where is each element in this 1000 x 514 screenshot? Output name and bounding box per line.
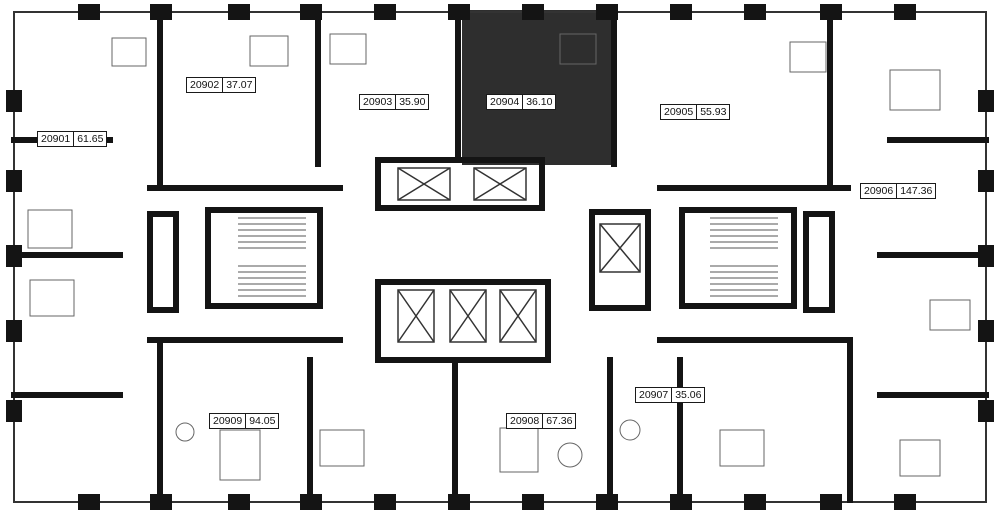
apartment-number: 20909 [210, 414, 247, 428]
apartment-number: 20905 [661, 105, 698, 119]
label-20908[interactable]: 20908 67.36 [506, 413, 577, 429]
label-20907[interactable]: 20907 35.06 [635, 387, 706, 403]
apartment-area: 61.65 [77, 133, 104, 145]
apartment-area: 37.07 [226, 79, 253, 91]
apartment-number: 20908 [507, 414, 544, 428]
apartment-area: 67.36 [546, 415, 573, 427]
apartment-area: 36.10 [526, 96, 553, 108]
apartment-area: 35.90 [399, 96, 426, 108]
perimeter-columns [6, 4, 994, 510]
apartment-area: 147.36 [900, 185, 933, 197]
apartment-number: 20907 [636, 388, 673, 402]
furniture [27, 33, 971, 481]
structural-walls [11, 9, 989, 503]
label-20903[interactable]: 20903 35.90 [359, 94, 430, 110]
apartment-number: 20906 [861, 184, 898, 198]
apartment-number: 20901 [38, 132, 75, 146]
label-20905[interactable]: 20905 55.93 [660, 104, 731, 120]
stair-treads [238, 217, 778, 297]
label-20909[interactable]: 20909 94.05 [209, 413, 280, 429]
elevator-shafts [397, 167, 641, 343]
label-20906[interactable]: 20906 147.36 [860, 183, 937, 199]
apartment-area: 35.06 [675, 389, 702, 401]
apartment-area: 55.93 [700, 106, 727, 118]
apartment-number: 20903 [360, 95, 397, 109]
label-20902[interactable]: 20902 37.07 [186, 77, 257, 93]
label-20901[interactable]: 20901 61.65 [37, 131, 108, 147]
apartment-area: 94.05 [249, 415, 276, 427]
label-20904[interactable]: 20904 36.10 [486, 94, 557, 110]
apartment-number: 20902 [187, 78, 224, 92]
apartment-20904-highlight[interactable] [462, 10, 612, 165]
apartment-number: 20904 [487, 95, 524, 109]
